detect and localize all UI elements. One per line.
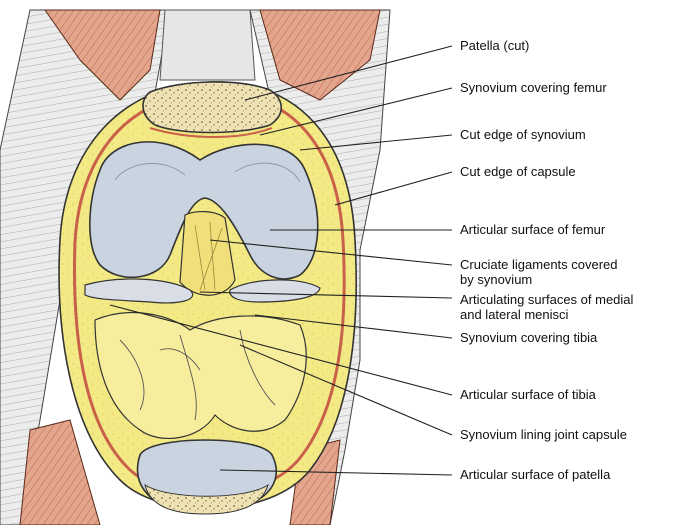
label-cut-edge-synovium: Cut edge of synovium xyxy=(460,127,586,142)
label-synovium-capsule-line1: Synovium lining joint capsule xyxy=(460,427,627,442)
label-cut-edge-synovium-line1: Cut edge of synovium xyxy=(460,127,586,142)
label-articular-surface-femur: Articular surface of femur xyxy=(460,222,605,237)
label-cruciate-line1: Cruciate ligaments covered xyxy=(460,257,618,272)
label-synovium-covering-tibia: Synovium covering tibia xyxy=(460,330,597,345)
label-cruciate-line2: by synovium xyxy=(460,272,618,287)
label-tibia-line1: Articular surface of tibia xyxy=(460,387,596,402)
label-cut-edge-capsule-line1: Cut edge of capsule xyxy=(460,164,576,179)
quadriceps-tendon xyxy=(160,10,255,80)
label-patella-cut-line1: Patella (cut) xyxy=(460,38,529,53)
label-patella-cut: Patella (cut) xyxy=(460,38,529,53)
label-femur-line1: Articular surface of femur xyxy=(460,222,605,237)
lower-muscle-left xyxy=(20,420,100,525)
label-articular-surface-tibia: Articular surface of tibia xyxy=(460,387,596,402)
label-cut-edge-capsule: Cut edge of capsule xyxy=(460,164,576,179)
label-synovium-tibia-line1: Synovium covering tibia xyxy=(460,330,597,345)
label-cruciate-ligaments: Cruciate ligaments covered by synovium xyxy=(460,257,618,287)
label-synovium-covering-femur: Synovium covering femur xyxy=(460,80,607,95)
patella-cut xyxy=(143,82,281,133)
label-menisci: Articulating surfaces of medial and late… xyxy=(460,292,633,322)
label-articular-surface-patella: Articular surface of patella xyxy=(460,467,610,482)
label-synovium-lining-capsule: Synovium lining joint capsule xyxy=(460,427,627,442)
label-patella-surface-line1: Articular surface of patella xyxy=(460,467,610,482)
label-menisci-line2: and lateral menisci xyxy=(460,307,633,322)
tibia-synovium-folds xyxy=(95,313,306,439)
label-menisci-line1: Articulating surfaces of medial xyxy=(460,292,633,307)
label-synovium-femur-line1: Synovium covering femur xyxy=(460,80,607,95)
